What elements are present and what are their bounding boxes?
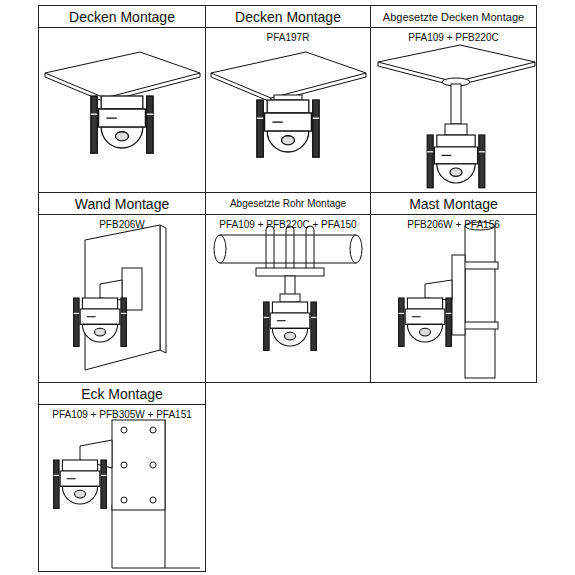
mount-cell: Wand MontagePFB206W (38, 192, 206, 383)
part-number: PFB206W (39, 219, 205, 230)
mount-cell: Mast MontagePFB206W + PFA156 (370, 192, 537, 383)
ceiling-mount-figure (211, 52, 366, 157)
mount-cell: Eck MontagePFA109 + PFB305W + PFA151 (38, 382, 206, 572)
pipe-mount-figure (214, 226, 362, 350)
part-number: PFA109 + PFB220C (371, 32, 536, 43)
ceiling-mount-figure (45, 52, 200, 153)
mount-title: Decken Montage (39, 6, 205, 28)
pendant-ceiling-figure (378, 45, 535, 188)
corner-mount-figure (54, 420, 200, 568)
mount-cell: Decken MontagePFA197R (205, 5, 371, 193)
pole-mount-figure (399, 222, 498, 378)
mount-title: Eck Montage (39, 383, 205, 405)
mount-title: Decken Montage (206, 6, 370, 28)
mount-cell: Decken Montage (38, 5, 206, 193)
mount-title: Abgesetzte Rohr Montage (206, 193, 370, 215)
part-number: PFB206W + PFA156 (371, 219, 536, 230)
mount-title: Abgesetzte Decken Montage (371, 6, 536, 28)
part-number: PFA109 + PFB220C + PFA150 (206, 219, 370, 230)
wall-mount-figure (74, 225, 166, 370)
part-number: PFA109 + PFB305W + PFA151 (39, 409, 205, 420)
mount-cell: Abgesetzte Rohr MontagePFA109 + PFB220C … (205, 192, 371, 383)
part-number: PFA197R (206, 32, 370, 43)
mount-title: Mast Montage (371, 193, 536, 215)
mount-title: Wand Montage (39, 193, 205, 215)
mount-cell: Abgesetzte Decken MontagePFA109 + PFB220… (370, 5, 537, 193)
